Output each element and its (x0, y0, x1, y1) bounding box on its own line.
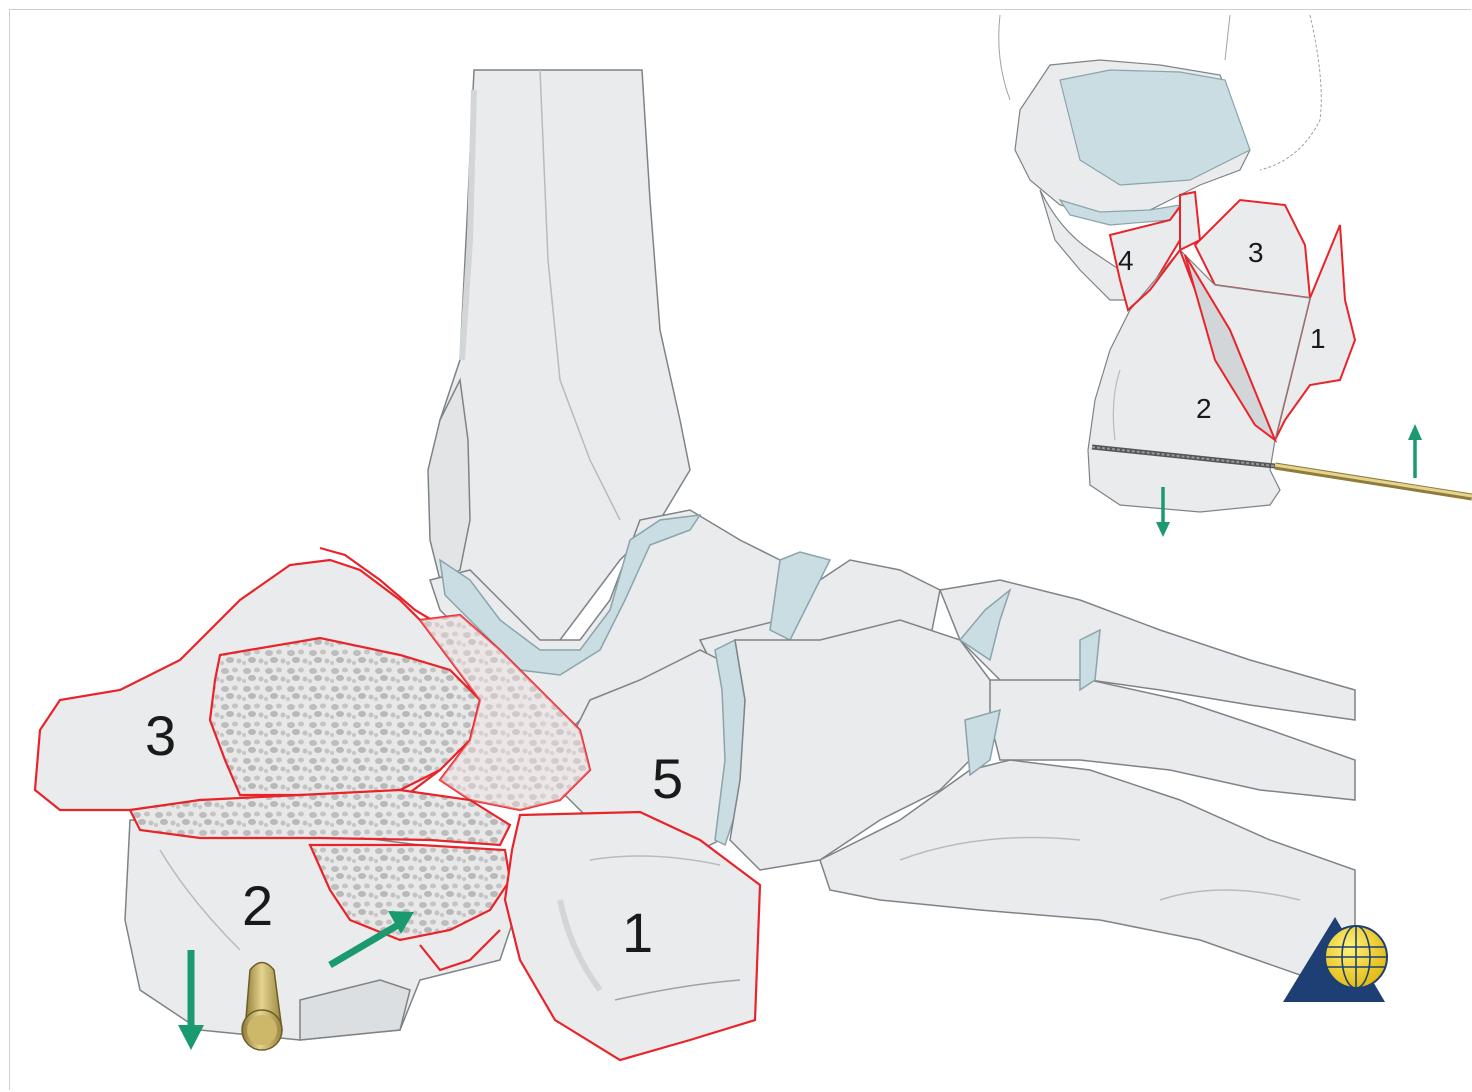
label-fragment-1: 1 (622, 901, 653, 964)
label-fragment-5: 5 (652, 747, 683, 810)
fibula (428, 380, 470, 580)
inset-arrow-up-icon (1408, 424, 1422, 478)
label-fragment-2: 2 (242, 874, 273, 937)
inset-label-fragment-3: 3 (1248, 237, 1264, 268)
inset-label-fragment-2: 2 (1196, 393, 1212, 424)
label-fragment-3: 3 (145, 704, 176, 767)
inset-label-fragment-4: 4 (1118, 245, 1134, 276)
inset-label-fragment-1: 1 (1310, 323, 1326, 354)
inset-illustration (999, 15, 1355, 512)
